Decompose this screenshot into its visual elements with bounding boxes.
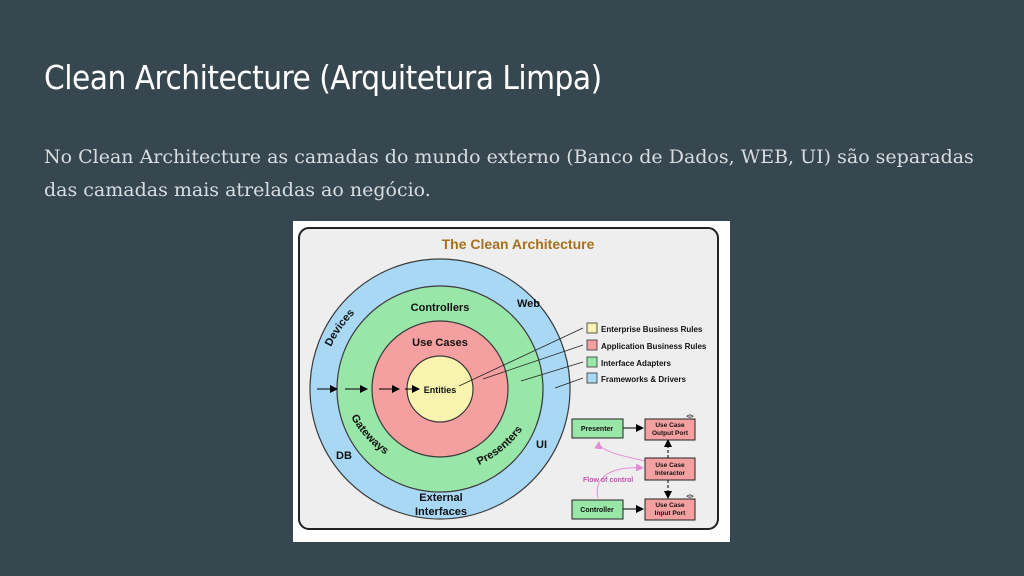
legend-pointer — [520, 361, 584, 382]
input-port-label: Use Case — [655, 502, 685, 509]
legend-label: Interface Adapters — [601, 359, 672, 368]
label-use-cases: Use Cases — [412, 337, 468, 349]
label-external: External — [419, 492, 462, 504]
input-port-box — [644, 498, 696, 521]
slide-body-text: No Clean Architecture as camadas do mund… — [44, 146, 974, 201]
input-port-label: Input Port — [655, 510, 687, 517]
output-port-label: Use Case — [655, 422, 685, 429]
flow-of-control-label: Flow of control — [583, 477, 633, 484]
legend-swatch — [586, 356, 598, 368]
label-web: Web — [517, 298, 540, 310]
legend: Enterprise Business Rules Application Bu… — [586, 322, 707, 384]
legend-swatch — [586, 339, 598, 351]
label-interfaces: Interfaces — [415, 506, 467, 518]
presenter-box — [571, 418, 624, 439]
legend-pointer — [458, 327, 584, 387]
flow-of-control-path — [594, 441, 646, 462]
clean-architecture-diagram: The Clean Architecture Devices Web DB UI… — [293, 221, 730, 542]
label-controllers: Controllers — [411, 302, 470, 314]
flow-of-control-diagram: Flow of control Presenter Controller Use… — [571, 414, 696, 521]
legend-swatch — [586, 372, 598, 384]
legend-label: Application Business Rules — [601, 342, 707, 351]
label-db: DB — [336, 450, 352, 462]
output-port-interface-mark: <I> — [686, 414, 693, 420]
interactor-box — [644, 457, 696, 481]
interactor-label: Use Case — [655, 462, 685, 469]
output-port-label: Output Port — [652, 430, 689, 437]
legend-label: Frameworks & Drivers — [601, 375, 686, 384]
legend-pointers — [458, 327, 584, 389]
input-port-interface-mark: <I> — [686, 494, 693, 500]
output-port-box — [644, 418, 696, 441]
diagram-title: The Clean Architecture — [442, 236, 595, 252]
legend-pointer — [554, 377, 584, 389]
slide-title: Clean Architecture (Arquitetura Limpa) — [44, 58, 602, 97]
legend-label: Enterprise Business Rules — [601, 325, 703, 334]
flow-of-control-path — [596, 463, 644, 499]
presenter-label: Presenter — [581, 426, 614, 433]
legend-pointer — [482, 344, 584, 380]
legend-swatch — [586, 322, 598, 334]
interactor-label: Interactor — [655, 470, 685, 477]
label-entities: Entities — [424, 385, 457, 395]
controller-label: Controller — [580, 507, 614, 514]
controller-box — [571, 499, 624, 520]
label-ui: UI — [536, 439, 547, 451]
